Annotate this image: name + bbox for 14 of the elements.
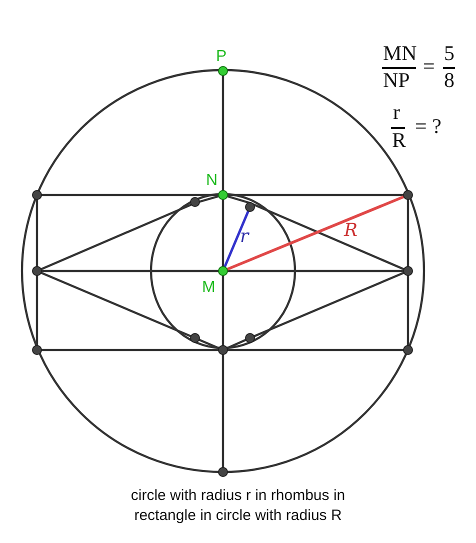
- fraction-denominator: 8: [444, 70, 454, 91]
- caption: circle with radius r in rhombus in rectangle in circle with radius R: [130, 486, 346, 526]
- point-label: M: [202, 280, 216, 296]
- equation-text: = ?: [415, 116, 442, 137]
- fraction-numerator: MN: [383, 43, 417, 64]
- fraction-denominator: R: [392, 130, 406, 151]
- point-label: P: [216, 49, 227, 65]
- radius-label: r: [240, 228, 249, 246]
- radius-label: R: [344, 222, 358, 240]
- fraction-numerator: 5: [444, 43, 454, 64]
- equals-sign: =: [423, 56, 435, 77]
- fraction-denominator: NP: [383, 70, 410, 91]
- fraction-numerator: r: [393, 102, 400, 123]
- point-label: N: [206, 173, 218, 189]
